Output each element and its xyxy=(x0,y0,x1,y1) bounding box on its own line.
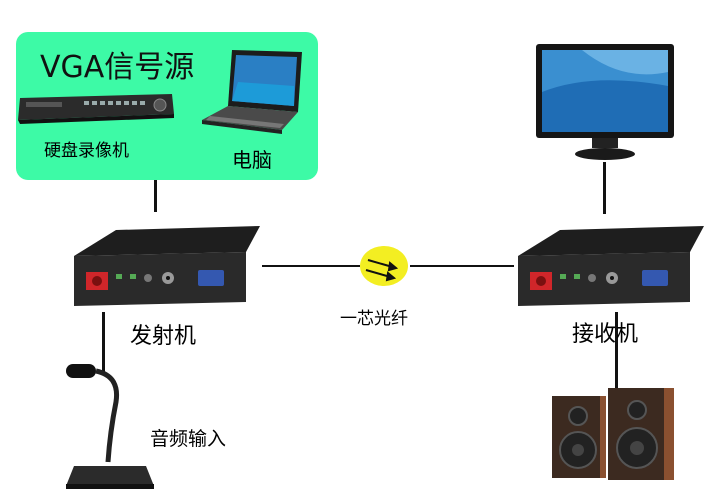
transmitter-label: 发射机 xyxy=(130,324,197,349)
source-title: VGA信号源 xyxy=(40,50,195,85)
mic-label: 音频输入 xyxy=(150,428,227,450)
link-monitor-receiver xyxy=(603,162,606,214)
laptop-icon xyxy=(202,50,302,134)
fiber-icon xyxy=(360,246,408,286)
dvr-icon xyxy=(18,94,174,124)
fiber-label: 一芯光纤 xyxy=(340,309,408,329)
receiver-label: 接收机 xyxy=(572,322,639,347)
link-fiber-receiver xyxy=(410,265,514,267)
link-transmitter-fiber xyxy=(262,265,360,267)
transmitter-icon xyxy=(74,226,260,306)
link-transmitter-mic xyxy=(102,312,105,374)
link-source-transmitter xyxy=(154,168,157,212)
microphone-icon xyxy=(66,364,154,489)
dvr-label: 硬盘录像机 xyxy=(44,141,129,161)
monitor-icon xyxy=(536,44,674,160)
receiver-icon xyxy=(518,226,704,306)
link-receiver-speakers xyxy=(615,312,618,392)
laptop-label: 电脑 xyxy=(232,148,272,172)
speakers-icon xyxy=(552,388,674,480)
